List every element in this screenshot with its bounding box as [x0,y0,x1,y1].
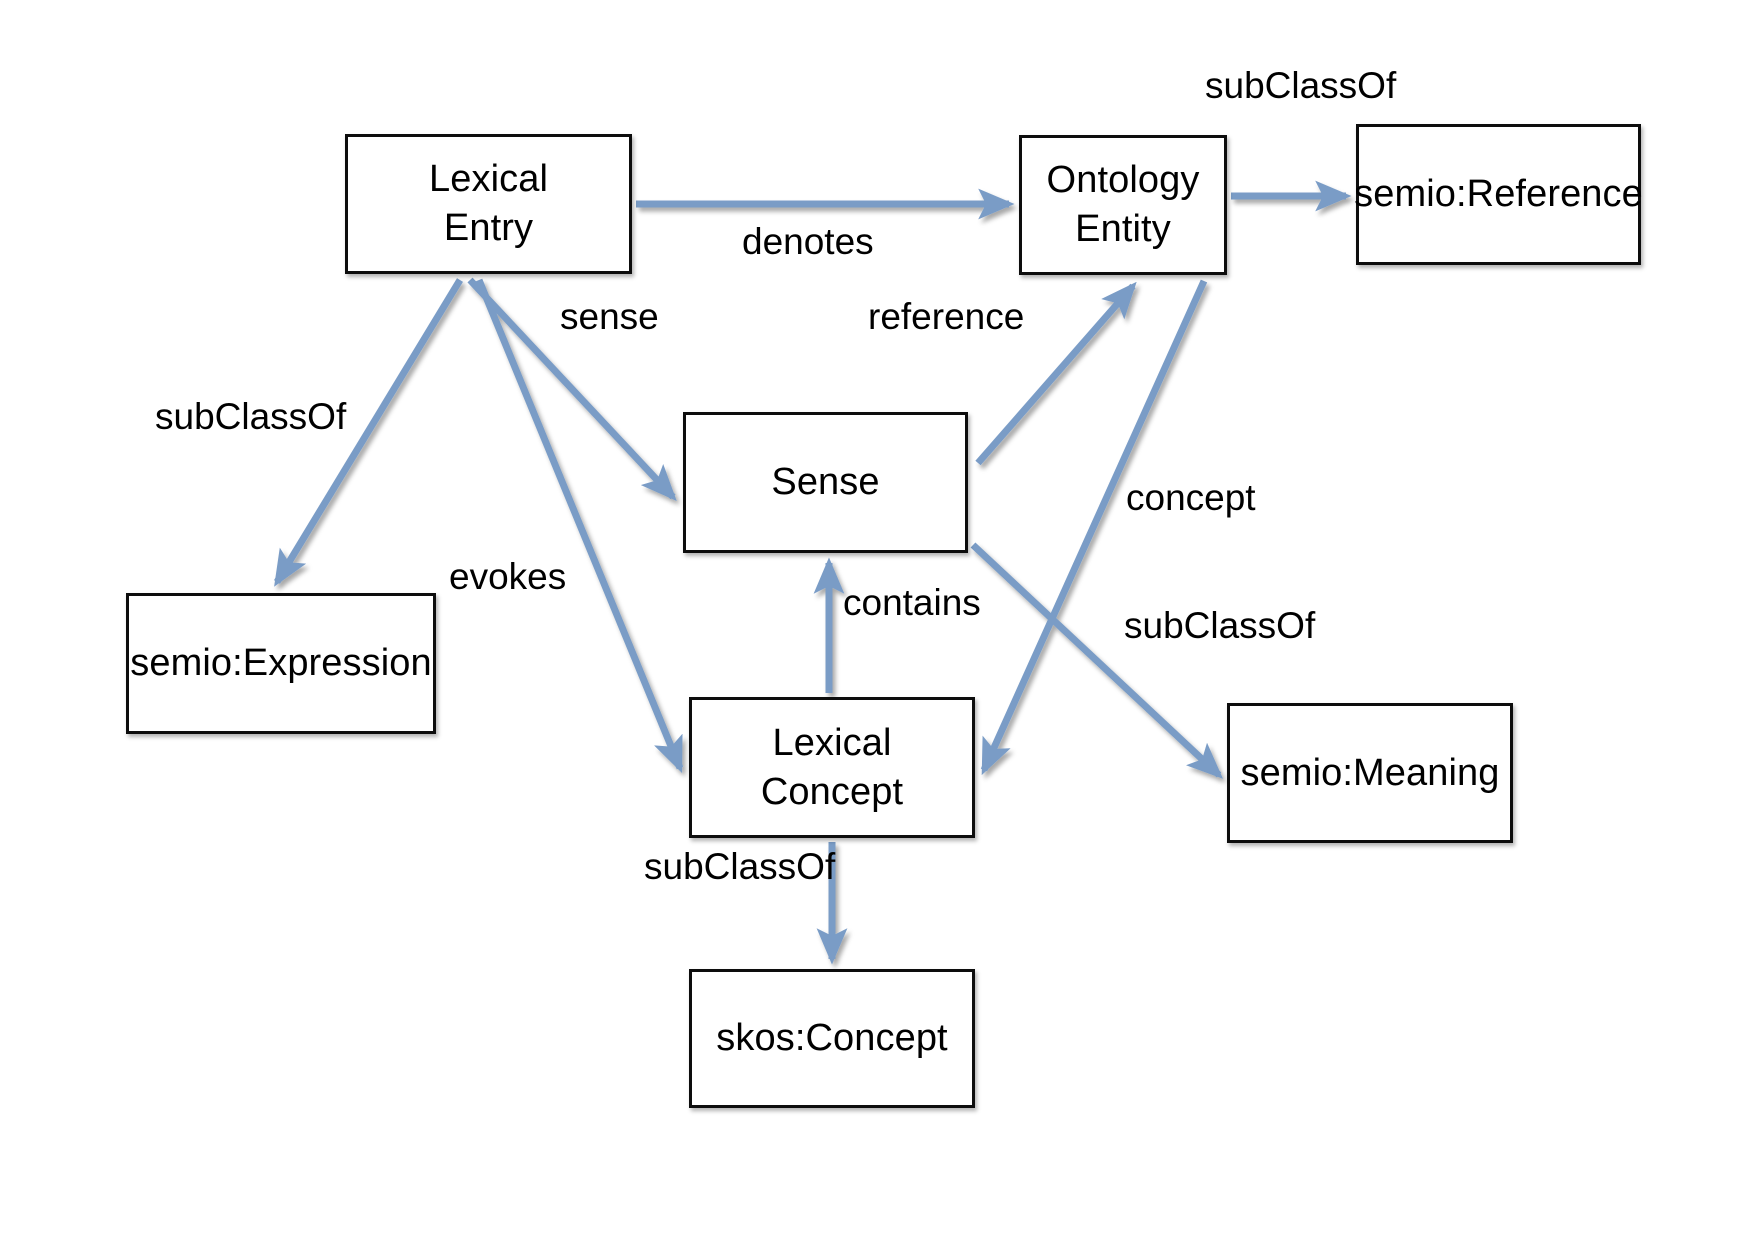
node-lexical-entry[interactable]: Lexical Entry [345,134,632,274]
edge-label-subclassof-reference: subClassOf [1205,65,1397,106]
edge-label-concept: concept [1126,477,1256,518]
edge-evokes [475,278,684,774]
node-semio-expression-label: semio:Expression [130,642,432,685]
node-skos-concept-label: skos:Concept [716,1017,948,1060]
node-semio-expression[interactable]: semio:Expression [126,593,436,734]
edge-label-denotes: denotes [742,221,874,262]
node-skos-concept[interactable]: skos:Concept [689,969,975,1108]
node-sense-label: Sense [771,461,880,504]
node-ontology-entity[interactable]: Ontology Entity [1019,135,1227,275]
edge-label-subclassof-expression: subClassOf [155,396,347,437]
node-ontology-entity-label: Ontology Entity [1046,159,1200,250]
edge-concept [980,279,1208,776]
node-semio-meaning-label: semio:Meaning [1240,751,1500,794]
edge-subclassof-meaning [970,542,1224,779]
edge-label-evokes: evokes [449,556,567,597]
node-lexical-concept-label: Lexical Concept [760,721,904,813]
edge-label-reference: reference [868,296,1025,337]
node-lexical-entry-label: Lexical Entry [429,158,548,249]
edge-label-subclassof-meaning: subClassOf [1124,605,1316,646]
node-lexical-concept[interactable]: Lexical Concept [689,697,975,838]
edge-label-subclassof-skos: subClassOf [644,846,836,887]
edge-label-contains: contains [843,582,981,623]
node-semio-reference[interactable]: semio:Reference [1354,124,1643,265]
node-semio-reference-label: semio:Reference [1354,173,1643,216]
node-semio-meaning[interactable]: semio:Meaning [1227,703,1513,843]
edge-label-sense: sense [560,296,659,337]
node-sense[interactable]: Sense [683,412,968,553]
